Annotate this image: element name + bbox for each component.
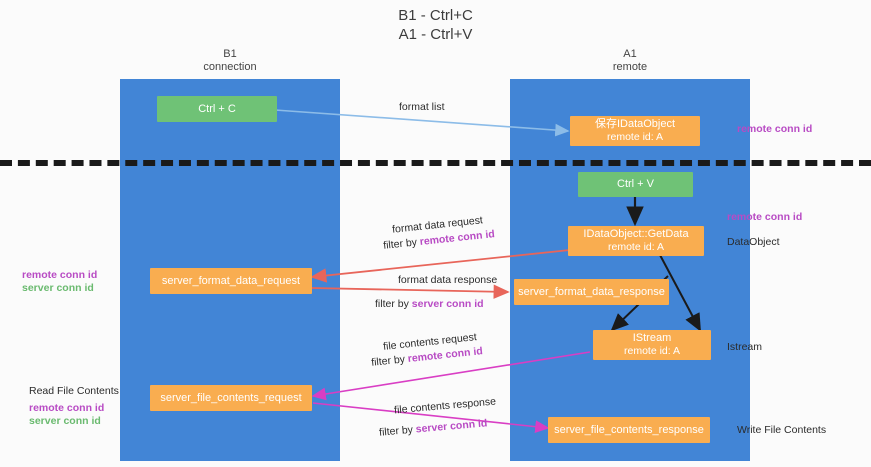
- node-ctrl-c-label: Ctrl + C: [198, 102, 236, 115]
- annotation-remote-conn-id-top: remote conn id: [737, 123, 813, 135]
- annotation-left-server-conn-id-mid: server conn id: [22, 282, 94, 294]
- filter-by-text-3: filter by: [370, 353, 409, 369]
- key-server-conn-id-2: server conn id: [415, 417, 488, 436]
- lane-header-b1: B1 connection: [203, 48, 257, 73]
- node-save-idataobject-sublabel: remote id: A: [606, 131, 664, 143]
- lane-header-a1: A1 remote: [612, 48, 648, 73]
- node-save-idataobject[interactable]: 保存IDataObject remote id: A: [570, 116, 700, 146]
- node-server-format-data-request-label: server_format_data_request: [161, 274, 301, 287]
- annotation-left-remote-conn-id-bottom: remote conn id: [29, 402, 105, 414]
- node-idataobject-getdata-label: IDataObject::GetData: [583, 228, 689, 240]
- edge-label-format-list: format list: [399, 101, 445, 113]
- node-istream[interactable]: IStream remote id: A: [593, 330, 711, 360]
- node-ctrl-v[interactable]: Ctrl + V: [578, 172, 693, 197]
- node-istream-label: IStream: [632, 332, 672, 344]
- node-server-format-data-response[interactable]: server_format_data_response: [514, 279, 669, 305]
- edge-label-file-contents-response: file contents response: [393, 395, 497, 417]
- filter-by-text-4: filter by: [378, 423, 417, 439]
- node-idataobject-getdata[interactable]: IDataObject::GetData remote id: A: [568, 226, 704, 256]
- annotation-remote-conn-id-mid: remote conn id: [727, 211, 803, 223]
- node-server-file-contents-response[interactable]: server_file_contents_response: [548, 417, 710, 443]
- annotation-left-server-conn-id-bottom: server conn id: [29, 415, 101, 427]
- edge-label-filter-by-server-conn-id-2: filter by server conn id: [379, 417, 488, 439]
- node-server-file-contents-request[interactable]: server_file_contents_request: [150, 385, 312, 411]
- edge-label-filter-by-server-conn-id-1: filter by server conn id: [375, 298, 484, 311]
- node-save-idataobject-label: 保存IDataObject: [594, 118, 676, 130]
- node-server-format-data-response-label: server_format_data_response: [518, 285, 665, 298]
- node-idataobject-getdata-sublabel: remote id: A: [607, 241, 665, 253]
- phase-divider: [0, 160, 871, 166]
- page-title: B1 - Ctrl+C A1 - Ctrl+V: [398, 7, 473, 43]
- node-ctrl-v-label: Ctrl + V: [617, 178, 654, 190]
- annotation-left-remote-conn-id-mid: remote conn id: [22, 269, 98, 281]
- node-ctrl-c[interactable]: Ctrl + C: [157, 96, 277, 122]
- annotation-dataobject: DataObject: [727, 236, 780, 248]
- key-server-conn-id-1: server conn id: [411, 298, 484, 310]
- filter-by-text-2: filter by: [375, 298, 412, 310]
- annotation-istream: Istream: [727, 341, 763, 353]
- node-server-file-contents-response-label: server_file_contents_response: [554, 423, 704, 436]
- node-istream-sublabel: remote id: A: [623, 345, 681, 357]
- filter-by-text-1: filter by: [382, 236, 421, 252]
- edge-label-format-data-response: format data response: [398, 274, 498, 286]
- annotation-read-file-contents: Read File Contents: [29, 385, 119, 397]
- annotation-write-file-contents: Write File Contents: [737, 424, 827, 436]
- node-server-format-data-request[interactable]: server_format_data_request: [150, 268, 312, 294]
- node-server-file-contents-request-label: server_file_contents_request: [160, 391, 302, 404]
